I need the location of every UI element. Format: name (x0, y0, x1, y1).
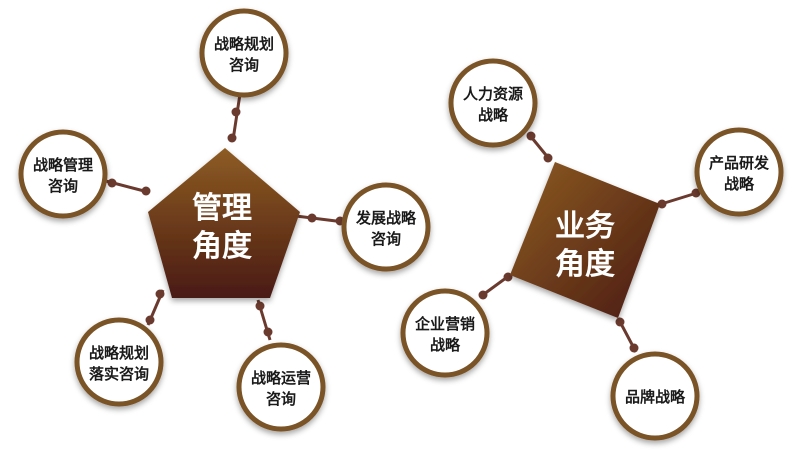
management-group: 管理 角度 战略规划 咨询 战略管理 咨询 发展战略 咨询 战略规划 落实咨询 … (18, 8, 431, 432)
node-label-line-1: 战略规划 (214, 35, 274, 53)
node-strategy-management: 战略管理 咨询 (18, 129, 108, 219)
business-center: 业务 角度 (510, 162, 660, 318)
connector-dot (526, 131, 536, 141)
business-center-line-1: 业务 (555, 209, 615, 244)
node-ring (610, 351, 700, 441)
node-ring (694, 127, 784, 217)
business-group: 业务 角度 人力资源 战略 产品研发 战略 企业营销 战略 品牌战略 (400, 58, 784, 441)
node-label-line-1: 战略规划 (89, 344, 149, 362)
connector-dot (155, 289, 165, 299)
node-label-line-2: 咨询 (229, 56, 259, 74)
pentagon-shape (148, 148, 300, 298)
connector-dot (478, 290, 488, 300)
node-label-line-1: 产品研发 (709, 154, 770, 172)
node-marketing-strategy: 企业营销 战略 (400, 288, 490, 378)
node-label-line-1: 战略运营 (251, 369, 311, 387)
connector-dot (141, 186, 151, 196)
connector-line (231, 93, 242, 141)
connector-dot (255, 301, 265, 311)
diamond-shape (510, 162, 660, 318)
node-strategy-planning: 战略规划 咨询 (199, 8, 289, 98)
node-ring (448, 58, 538, 148)
connector-dot (307, 213, 317, 223)
node-development-strategy: 发展战略 咨询 (341, 182, 431, 272)
node-label-line-2: 咨询 (266, 390, 296, 408)
connector-dot (615, 317, 625, 327)
node-ring (18, 129, 108, 219)
node-label-line-1: 发展战略 (355, 209, 417, 227)
management-center-line-1: 管理 (192, 191, 252, 226)
node-ring (400, 288, 490, 378)
node-label-line-1: 战略管理 (33, 156, 93, 174)
node-label-line-2: 咨询 (48, 177, 78, 195)
connector-dot (263, 327, 273, 337)
connector-dot (107, 178, 117, 188)
node-ring (236, 342, 326, 432)
connector-dot (145, 315, 155, 325)
node-ring (341, 182, 431, 272)
node-strategy-implementation: 战略规划 落实咨询 (74, 317, 164, 407)
connector-dot (231, 107, 241, 117)
connector-dot (657, 199, 667, 209)
node-label-line-1: 品牌战略 (625, 388, 686, 406)
node-ring (199, 8, 289, 98)
business-center-line-2: 角度 (555, 247, 615, 282)
node-product-rd-strategy: 产品研发 战略 (694, 127, 784, 217)
node-label-line-2: 战略 (724, 175, 755, 193)
connector-dot (691, 188, 701, 198)
node-brand-strategy: 品牌战略 (610, 351, 700, 441)
business-connectors (478, 131, 701, 353)
node-label-line-2: 咨询 (371, 230, 401, 248)
connector-dot (543, 153, 553, 163)
node-strategy-operation: 战略运营 咨询 (236, 342, 326, 432)
node-hr-strategy: 人力资源 战略 (448, 58, 538, 148)
management-center: 管理 角度 (148, 148, 300, 298)
node-label-line-2: 战略 (478, 106, 509, 124)
management-center-line-2: 角度 (192, 229, 252, 264)
node-label-line-1: 人力资源 (463, 85, 523, 103)
node-label-line-1: 企业营销 (414, 315, 475, 333)
connector-dot (629, 343, 639, 353)
connector-dot (227, 133, 237, 143)
management-connectors (101, 93, 345, 341)
node-ring (74, 317, 164, 407)
node-label-line-2: 战略 (430, 336, 461, 354)
node-label-line-2: 落实咨询 (89, 365, 149, 383)
